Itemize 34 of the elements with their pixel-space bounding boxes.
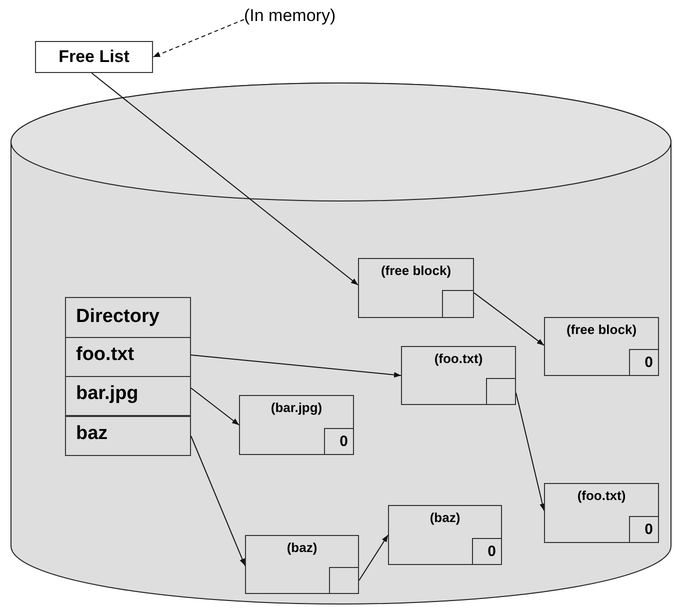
arrow bbox=[358, 534, 388, 581]
table-header: Directory bbox=[76, 306, 160, 328]
pointer-value: 0 bbox=[472, 538, 502, 565]
arrow bbox=[190, 354, 402, 378]
pointer-field bbox=[442, 290, 474, 318]
arrow bbox=[190, 388, 240, 426]
annotation-text: (In memory) bbox=[244, 6, 364, 36]
pointer-field bbox=[486, 378, 516, 405]
block-label: (foo.txt) bbox=[576, 488, 627, 503]
disk-block bbox=[544, 317, 659, 376]
memory-box: Free List bbox=[35, 41, 153, 73]
directory-entry: baz bbox=[65, 416, 191, 456]
pointer-field bbox=[329, 567, 359, 594]
disk-block bbox=[239, 395, 354, 455]
disk-block bbox=[245, 535, 359, 594]
arrow bbox=[91, 72, 358, 286]
arrow bbox=[516, 392, 546, 512]
block-label: (bar.jpg) bbox=[270, 400, 324, 415]
arrow bbox=[474, 292, 544, 346]
pointer-value: 0 bbox=[629, 349, 659, 376]
disk-block bbox=[544, 483, 659, 543]
block-label: (baz) bbox=[428, 510, 462, 525]
block-label: (free block) bbox=[565, 322, 638, 337]
block-label: (foo.txt) bbox=[433, 351, 484, 366]
pointer-value: 0 bbox=[629, 516, 659, 543]
block-label: (baz) bbox=[286, 540, 318, 555]
disk-block bbox=[401, 346, 516, 405]
directory-table bbox=[65, 297, 191, 455]
disk-block bbox=[388, 505, 502, 565]
disk-block bbox=[358, 258, 474, 318]
arrow bbox=[190, 436, 246, 566]
block-label: (free block) bbox=[380, 263, 452, 278]
dashed-arrow bbox=[152, 19, 244, 58]
pointer-value: 0 bbox=[324, 428, 354, 455]
